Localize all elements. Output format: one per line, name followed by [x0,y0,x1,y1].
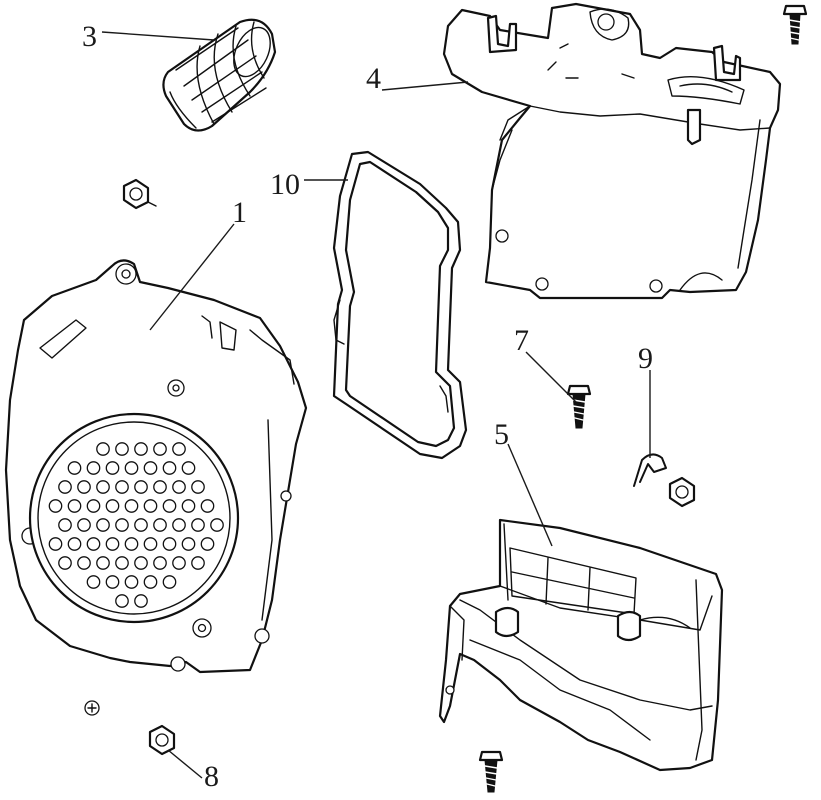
grille-hole [48,499,63,513]
grille-hole [105,499,120,513]
small-washer [84,700,100,716]
grille-hole [77,518,91,532]
grille-hole [115,594,129,608]
grille-hole [67,499,82,513]
grille-hole [162,575,177,589]
callout-5: 5 [494,418,509,451]
screw-bottom [478,750,504,793]
grille-hole [86,575,101,589]
nut-upper-left [122,178,157,210]
grille-hole [58,480,72,494]
nut-part-8 [148,724,176,756]
grille-hole [96,480,110,494]
grille-hole [115,480,129,494]
grille-hole [105,461,120,475]
grille-hole [86,537,101,551]
leader-1 [149,223,235,331]
nut-right [668,476,696,508]
grille-hole [143,575,158,589]
grille-hole [67,461,82,475]
grille-hole [86,499,101,513]
callout-10: 10 [270,168,300,201]
grille-hole [200,537,215,551]
grille-hole [58,518,72,532]
grille-hole [181,537,196,551]
grille-hole [191,556,205,570]
grille-hole [115,518,129,532]
grille-hole [96,556,110,570]
grille-hole [200,499,215,513]
grille-hole [115,556,129,570]
grille-hole [172,556,186,570]
part-5-lower-duct [438,518,724,772]
leader-8 [167,749,203,779]
grille-hole [172,442,186,456]
grille-hole [86,461,101,475]
clip-part-9 [633,453,667,487]
grille-hole [153,480,167,494]
grille-hole [124,499,139,513]
grille-hole [134,518,148,532]
grille-hole [191,518,205,532]
part-10-gasket [332,150,468,460]
grille-hole [172,480,186,494]
grille-hole [191,480,205,494]
grille-hole [134,442,148,456]
grille-hole [77,480,91,494]
callout-7: 7 [514,324,529,357]
screw-part-7 [566,384,592,429]
grille-hole [153,556,167,570]
grille-hole [162,461,177,475]
grille-hole [124,461,139,475]
grille-hole [172,518,186,532]
grille-hole [96,442,110,456]
callout-9: 9 [638,342,653,375]
grille-hole [162,537,177,551]
grille-hole [134,480,148,494]
grille-hole [105,537,120,551]
grille-hole [96,518,110,532]
leader-3 [101,31,215,41]
grille-hole [124,537,139,551]
grille-hole [153,442,167,456]
grille-hole [105,575,120,589]
grille-hole [124,575,139,589]
grille-holes [48,442,224,608]
grille-hole [134,556,148,570]
grille-hole [67,537,82,551]
grille-hole [153,518,167,532]
leader-4 [381,81,469,91]
grille-hole [143,499,158,513]
callout-3: 3 [82,20,97,53]
callout-8: 8 [204,760,219,793]
callout-1: 1 [232,196,247,229]
screw-top-right [782,4,808,45]
grille-hole [181,499,196,513]
part-3-intake-screen [162,18,277,132]
part-4-upper-shroud [442,2,782,300]
leader-7 [525,351,577,403]
part-1-fan-cover [4,259,308,674]
grille-hole [143,537,158,551]
grille-hole [134,594,148,608]
grille-hole [210,518,224,532]
grille-hole [58,556,72,570]
grille-hole [143,461,158,475]
grille-hole [181,461,196,475]
callout-4: 4 [366,62,381,95]
grille-hole [162,499,177,513]
grille-hole [115,442,129,456]
leader-5 [507,443,553,547]
grille-hole [77,556,91,570]
grille-hole [48,537,63,551]
